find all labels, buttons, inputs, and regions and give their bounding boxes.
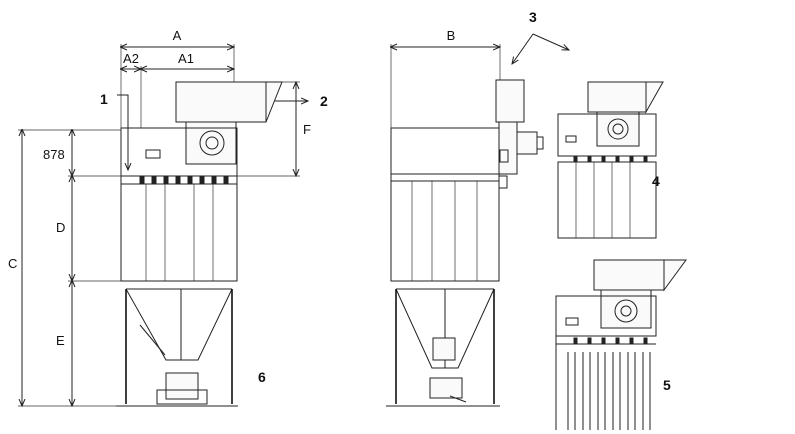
callout-4: 4 bbox=[652, 173, 660, 189]
side-top-module bbox=[390, 127, 500, 175]
dim-a1-label: A1 bbox=[178, 51, 194, 66]
dim-878-label: 878 bbox=[43, 147, 65, 162]
dim-f-label: F bbox=[303, 122, 311, 137]
callout-3: 3 bbox=[529, 9, 537, 25]
front-filter-section bbox=[120, 175, 238, 282]
side-fan-housing bbox=[498, 121, 518, 175]
front-view bbox=[116, 81, 283, 407]
side-view: B 3 bbox=[386, 9, 569, 407]
side-filter-section bbox=[390, 173, 500, 282]
opt5-hood-flap bbox=[663, 259, 687, 292]
option-view-4: 4 bbox=[557, 81, 664, 239]
opt5-filter-bags bbox=[555, 296, 651, 430]
opt4-outlet-hood bbox=[587, 81, 647, 113]
dim-a2-label: A2 bbox=[123, 51, 139, 66]
front-callouts: 1 2 6 bbox=[100, 91, 328, 385]
front-fan-housing bbox=[185, 121, 237, 165]
front-fan-wheel bbox=[199, 130, 225, 156]
front-dust-bin bbox=[165, 372, 199, 400]
dim-b-label: B bbox=[447, 28, 456, 43]
dim-c-label: C bbox=[8, 256, 17, 271]
callout-2: 2 bbox=[320, 93, 328, 109]
opt4-fan-housing bbox=[596, 111, 640, 147]
side-motor bbox=[516, 131, 538, 155]
callout-5: 5 bbox=[663, 377, 671, 393]
dim-d-label: D bbox=[56, 220, 65, 235]
opt4-filter-section bbox=[557, 161, 657, 239]
front-filter-valves bbox=[139, 176, 229, 184]
opt5-outlet-hood bbox=[593, 259, 665, 291]
option-view-5: 5 bbox=[555, 259, 687, 430]
side-dust-bin bbox=[429, 377, 463, 399]
front-hood-flap bbox=[265, 81, 283, 123]
side-valve bbox=[432, 337, 456, 361]
callout-1: 1 bbox=[100, 91, 108, 107]
opt4-valves bbox=[573, 156, 648, 163]
callout-6: 6 bbox=[258, 369, 266, 385]
front-dimensions: A A2 A1 F C 878 D E bbox=[8, 28, 311, 406]
opt5-valves bbox=[573, 337, 648, 345]
front-outlet-hood bbox=[175, 81, 267, 123]
front-hopper bbox=[125, 288, 233, 361]
side-outlet-duct bbox=[495, 79, 525, 123]
dim-e-label: E bbox=[56, 333, 65, 348]
dim-a-label: A bbox=[173, 28, 182, 43]
opt4-hood-flap bbox=[645, 81, 664, 114]
